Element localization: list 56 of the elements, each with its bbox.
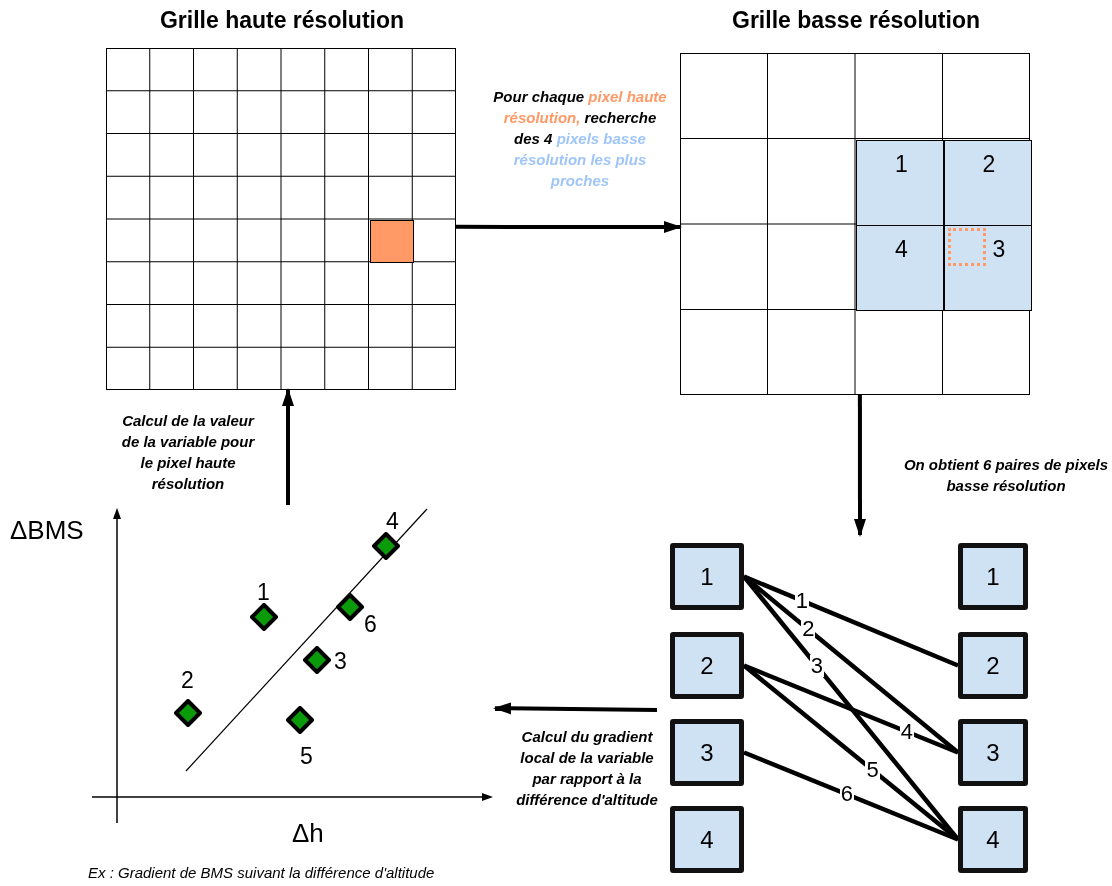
grid-title: Grille basse résolution — [731, 7, 981, 34]
nearest-pixel-cell — [943, 225, 1032, 311]
pixel-number: 1 — [986, 562, 1000, 591]
data-point — [286, 706, 314, 734]
arrow — [456, 221, 682, 234]
arrow — [493, 702, 658, 715]
point-number: 1 — [257, 579, 270, 606]
connector-line — [743, 574, 959, 668]
arrow — [282, 388, 294, 505]
pixel-number: 1 — [700, 562, 714, 591]
data-point — [303, 646, 331, 674]
pixel-box — [670, 632, 744, 699]
pixel-box — [958, 719, 1028, 786]
edge-label: 2 — [801, 618, 816, 641]
pixel-number: 3 — [986, 738, 1000, 767]
pixel-number: 3 — [700, 738, 714, 767]
pixel-box — [958, 543, 1028, 610]
pixel-box — [670, 719, 744, 786]
grid-title: Grille haute résolution — [158, 7, 406, 34]
nearest-pixel-cell — [856, 225, 944, 311]
pixel-number: 2 — [986, 651, 1000, 680]
pixel-number: 4 — [986, 825, 1000, 854]
point-number: 6 — [364, 611, 377, 638]
pixel-box — [958, 632, 1028, 699]
edge-label: On obtient 6 paires de pixels basse résolution — [902, 455, 1110, 496]
axis-label: Δh — [292, 818, 324, 849]
highlighted-pixel — [369, 220, 414, 263]
edge-label: Calcul du gradient local de la variable par rapport à la différence d'altitude — [515, 727, 659, 810]
edge-label: 5 — [865, 758, 880, 781]
data-point — [372, 532, 400, 560]
caption: Ex : Gradient de BMS suivant la différence d'altitude — [88, 864, 435, 881]
point-number: 3 — [334, 648, 347, 675]
axis-label: ΔBMS — [10, 515, 84, 546]
point-number: 5 — [300, 743, 313, 770]
pixel-box — [670, 543, 744, 610]
pixel-box — [958, 806, 1028, 873]
connector-line — [743, 750, 959, 842]
nearest-pixel-cell — [856, 139, 944, 226]
cell-number: 1 — [895, 150, 908, 178]
cell-number: 2 — [982, 150, 996, 178]
nearest-pixel-cell — [943, 139, 1032, 226]
edge-label: 3 — [809, 654, 824, 677]
edge-label: Pour chaque pixel haute résolution, recherche des 4 pixels basse résolution les plus proches — [492, 87, 668, 191]
data-point — [174, 699, 202, 727]
data-point — [250, 603, 278, 631]
data-point — [336, 593, 364, 621]
point-number: 4 — [386, 508, 399, 535]
arrow — [854, 395, 866, 537]
connector-line — [743, 663, 959, 755]
pixel-number: 4 — [700, 825, 714, 854]
pixel-number: 2 — [700, 651, 714, 680]
point-number: 2 — [181, 667, 194, 694]
cell-number: 3 — [992, 236, 1006, 263]
edge-label: Calcul de la valeur de la variable pour le pixel haute résolution — [120, 411, 256, 494]
pixel-box — [670, 806, 744, 873]
cell-number: 4 — [895, 236, 908, 263]
